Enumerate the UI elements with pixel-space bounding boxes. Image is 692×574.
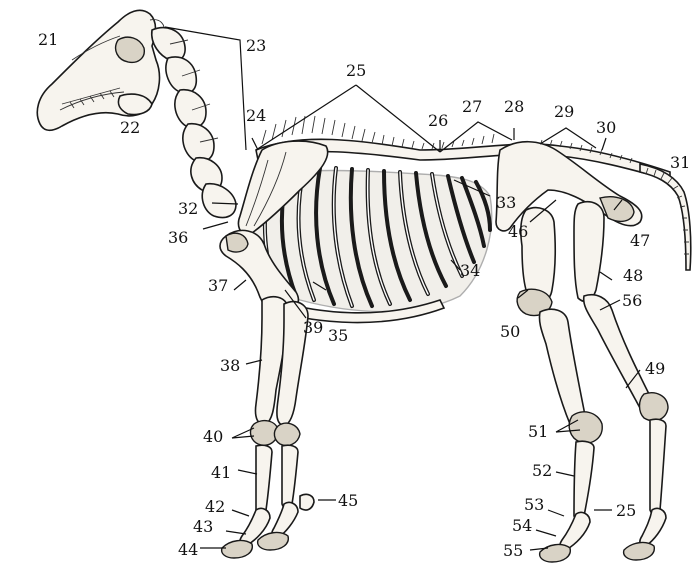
label-31: 31 — [670, 153, 690, 172]
label-52: 52 — [532, 461, 552, 480]
label-42: 42 — [205, 497, 225, 516]
label-47: 47 — [630, 231, 650, 250]
label-53: 53 — [524, 495, 544, 514]
label-55: 55 — [503, 541, 523, 560]
label-49: 49 — [645, 359, 665, 378]
label-37: 37 — [208, 276, 228, 295]
label-32: 32 — [178, 199, 198, 218]
label-45: 45 — [338, 491, 358, 510]
label-41: 41 — [211, 463, 231, 482]
label-21: 21 — [38, 30, 58, 49]
label-51: 51 — [528, 422, 548, 441]
label-25-hind: 25 — [616, 501, 636, 520]
label-36: 36 — [168, 228, 188, 247]
label-22: 22 — [120, 118, 140, 137]
label-27: 27 — [462, 97, 482, 116]
label-33: 33 — [496, 193, 516, 212]
label-28: 28 — [504, 97, 524, 116]
label-24: 24 — [246, 106, 266, 125]
label-34: 34 — [460, 261, 480, 280]
label-43: 43 — [193, 517, 213, 536]
label-29: 29 — [554, 102, 574, 121]
label-50: 50 — [500, 322, 520, 341]
label-46: 46 — [508, 222, 528, 241]
label-23: 23 — [246, 36, 266, 55]
label-48: 48 — [623, 266, 643, 285]
label-39: 39 — [303, 318, 323, 337]
tail-vertebrae — [640, 164, 691, 270]
cervical-vertebrae — [152, 28, 236, 218]
hindlimb — [496, 142, 668, 562]
label-35: 35 — [328, 326, 348, 345]
label-25-top: 25 — [346, 61, 366, 80]
label-38: 38 — [220, 356, 240, 375]
label-54: 54 — [512, 516, 532, 535]
label-40: 40 — [203, 427, 223, 446]
label-26: 26 — [428, 111, 448, 130]
skull — [37, 10, 164, 130]
label-30: 30 — [596, 118, 616, 137]
label-44: 44 — [178, 540, 198, 559]
label-56: 56 — [622, 291, 642, 310]
